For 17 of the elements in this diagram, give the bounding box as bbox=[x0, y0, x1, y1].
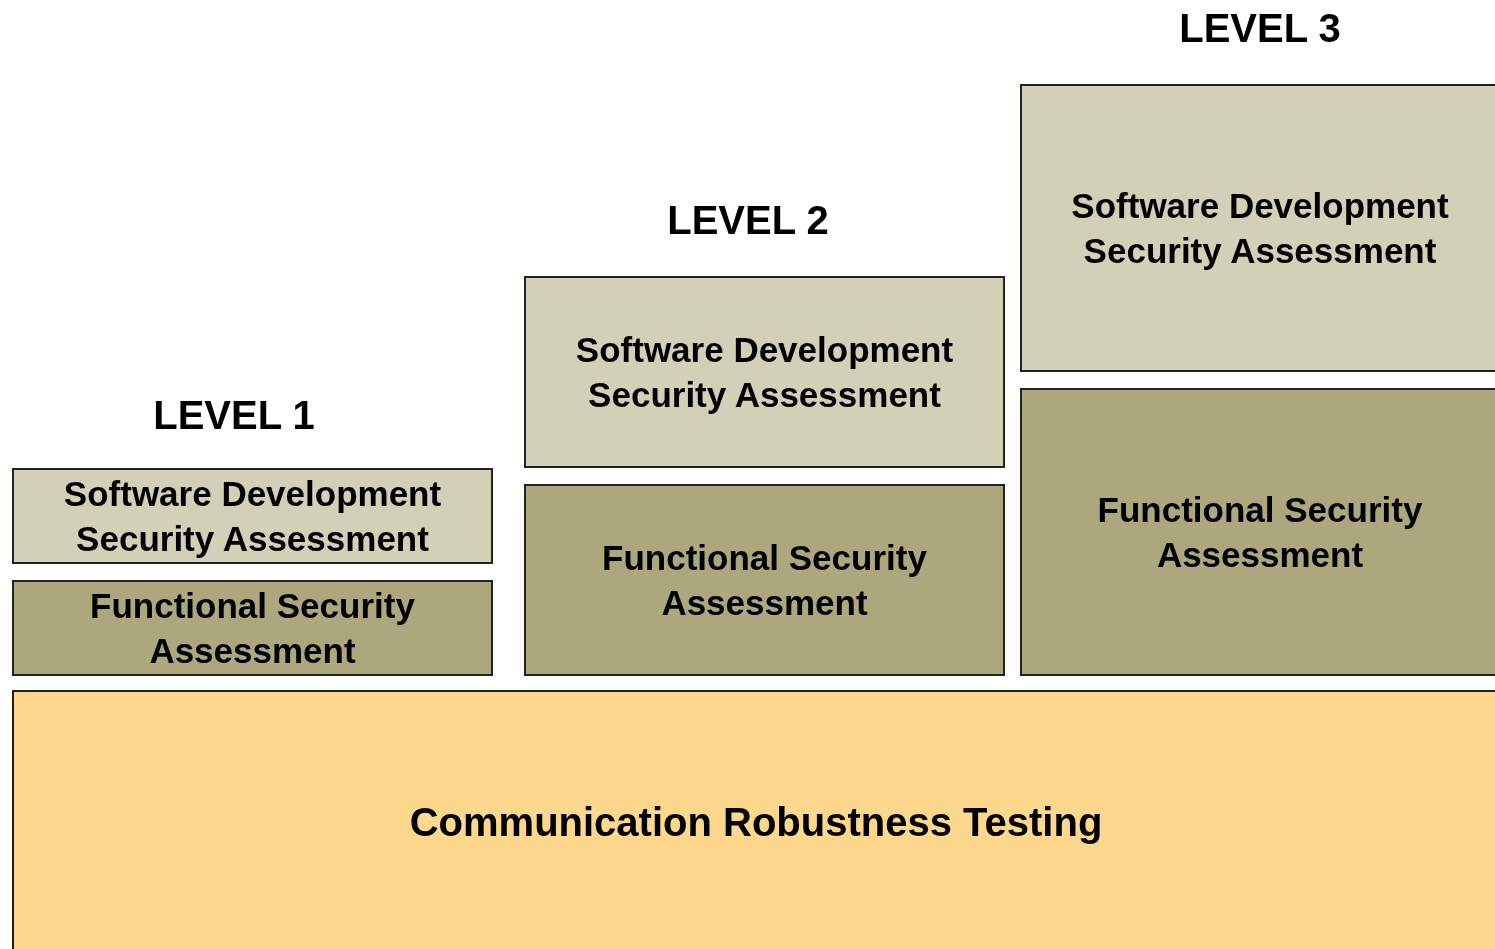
block-label: Functional Security Assessment bbox=[601, 536, 928, 624]
level-block bbox=[1020, 388, 1495, 676]
level-block bbox=[12, 468, 493, 564]
block-label: Functional Security Assessment bbox=[89, 584, 416, 672]
level-block bbox=[524, 484, 1005, 676]
level-heading: LEVEL 3 bbox=[1178, 8, 1342, 48]
level-block bbox=[1020, 84, 1495, 372]
block-label: Functional Security Assessment bbox=[1096, 488, 1424, 576]
level-heading: LEVEL 2 bbox=[666, 200, 830, 240]
block-label: Software Development Security Assessment bbox=[62, 472, 443, 560]
block-label: Communication Robustness Testing bbox=[409, 799, 1103, 846]
block-label: Software Development Security Assessment bbox=[1070, 184, 1450, 272]
level-block bbox=[12, 690, 1495, 949]
level-heading: LEVEL 1 bbox=[152, 395, 316, 435]
level-block bbox=[524, 276, 1005, 468]
level-block bbox=[12, 580, 493, 676]
block-label: Software Development Security Assessment bbox=[574, 328, 955, 416]
